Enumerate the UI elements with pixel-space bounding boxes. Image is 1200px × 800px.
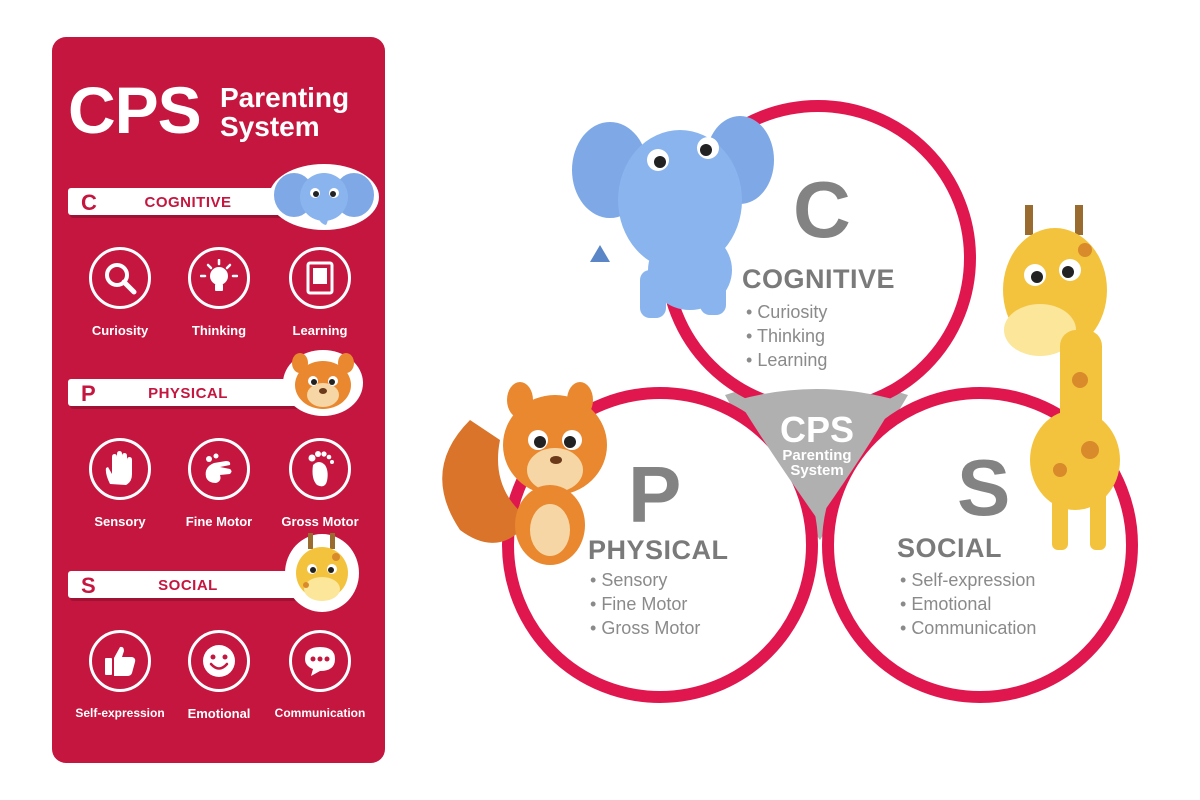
list-item: Self-expression <box>900 570 1035 590</box>
list-item: Communication <box>900 618 1036 638</box>
list-item: Learning <box>746 350 827 370</box>
book-icon <box>306 261 334 295</box>
panel-brand: CPS <box>68 73 202 147</box>
list-item: Thinking <box>746 326 825 346</box>
cognitive-title: COGNITIVE <box>742 264 896 294</box>
panel-item-self-expression: Self-expression <box>70 630 170 720</box>
info-panel: CPS Parenting System C COGNITIVE Curiosi… <box>52 37 385 763</box>
giraffe-icon <box>285 533 359 612</box>
center-label-parenting: Parenting <box>782 447 852 464</box>
panel-brand-sub-2: System <box>220 111 320 142</box>
panel-item-thinking: Thinking <box>169 247 269 338</box>
panel-item-learning: Learning <box>270 247 370 338</box>
smiley-icon <box>203 645 235 677</box>
fine-motor-hand-icon <box>205 453 232 483</box>
elephant-icon <box>269 164 379 230</box>
elephant-icon <box>572 116 774 318</box>
panel-item-label: Thinking <box>191 323 247 338</box>
panel-item-communication: Communication <box>270 630 370 720</box>
panel-item-emotional: Emotional <box>169 630 269 721</box>
panel-item-label: Gross Motor <box>281 514 359 529</box>
center-label: CPS Parenting System <box>742 409 892 479</box>
panel-brand-sub: Parenting System <box>220 83 349 141</box>
physical-letter: P <box>628 450 682 539</box>
section-letter: C <box>81 190 97 215</box>
panel-item-label: Learning <box>292 323 348 338</box>
panel-item-label: Fine Motor <box>185 514 253 529</box>
social-list: Self-expression Emotional Communication <box>900 568 1036 640</box>
list-item: Emotional <box>900 594 991 614</box>
cognitive-letter: C <box>793 165 851 254</box>
giraffe-icon <box>1003 205 1120 550</box>
lightbulb-icon <box>200 259 238 291</box>
center-hub-inner <box>738 389 896 520</box>
center-label-cps: CPS <box>779 409 855 450</box>
section-letter: P <box>81 381 96 406</box>
magnifier-icon <box>105 263 137 295</box>
panel-item-label: Self-expression <box>75 706 165 720</box>
list-item: Gross Motor <box>590 618 700 638</box>
list-item: Curiosity <box>746 302 827 322</box>
cognitive-list: Curiosity Thinking Learning <box>746 300 827 372</box>
center-label-system: System <box>790 462 844 479</box>
panel-item-label: Communication <box>274 706 366 720</box>
panel-item-sensory: Sensory <box>70 438 170 529</box>
panel-item-label: Curiosity <box>91 323 149 338</box>
squirrel-icon <box>442 382 607 565</box>
thumbs-up-icon <box>105 646 136 676</box>
section-letter: S <box>81 573 96 598</box>
physical-list: Sensory Fine Motor Gross Motor <box>590 568 700 640</box>
panel-item-gross-motor: Gross Motor <box>270 438 370 529</box>
panel-item-curiosity: Curiosity <box>70 247 170 338</box>
panel-brand-sub-1: Parenting <box>220 82 350 113</box>
section-title: PHYSICAL <box>148 385 228 402</box>
squirrel-icon <box>283 350 363 416</box>
list-item: Fine Motor <box>590 594 687 614</box>
panel-item-label: Sensory <box>94 514 146 529</box>
panel-item-label: Emotional <box>187 706 251 721</box>
panel-item-fine-motor: Fine Motor <box>169 438 269 529</box>
physical-title: PHYSICAL <box>588 535 729 565</box>
section-title: SOCIAL <box>158 577 218 594</box>
hand-icon <box>105 451 132 485</box>
speech-bubble-icon <box>305 647 335 676</box>
social-title: SOCIAL <box>897 533 1003 563</box>
footprint-icon <box>308 451 334 487</box>
social-letter: S <box>957 443 1011 532</box>
list-item: Sensory <box>590 570 667 590</box>
section-title: COGNITIVE <box>144 194 232 211</box>
